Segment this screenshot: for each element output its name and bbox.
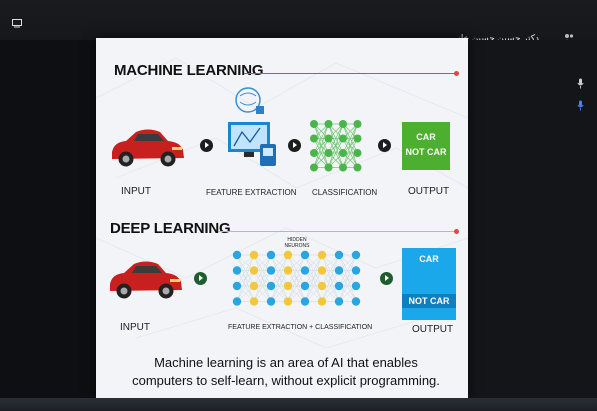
neuron-node: [249, 250, 259, 260]
neuron-node: [334, 266, 344, 275]
ml-arrow-1-icon: [200, 139, 213, 152]
ml-title-rule: [244, 71, 459, 76]
neuron-node: [351, 266, 361, 275]
ml-output-car-text: CAR: [416, 132, 436, 142]
slide-caption: Machine learning is an area of AI that e…: [116, 354, 456, 390]
neuron-node: [339, 134, 347, 143]
caption-line-2: computers to self-learn, without explici…: [132, 373, 440, 388]
neuron-node: [351, 281, 361, 291]
neuron-node: [310, 149, 318, 157]
neuron-node: [324, 163, 333, 172]
neuron-node: [266, 281, 276, 291]
neuron-node: [310, 163, 318, 172]
neuron-node: [266, 250, 276, 260]
dl-output-car-text: CAR: [419, 254, 439, 264]
neuron-node: [249, 281, 259, 291]
red-car-icon: [108, 122, 186, 177]
neuron-node: [339, 120, 347, 128]
neuron-node: [232, 250, 242, 260]
window-icon[interactable]: [12, 15, 22, 33]
caption-line-1: Machine learning is an area of AI that e…: [154, 355, 418, 370]
neuron-node: [232, 266, 242, 275]
ml-section-title: MACHINE LEARNING: [114, 62, 264, 79]
neuron-node: [300, 281, 310, 291]
neuron-node: [351, 250, 361, 260]
neuron-node: [334, 281, 344, 291]
neuron-node: [283, 250, 293, 260]
dl-section-title: DEEP LEARNING: [110, 220, 231, 237]
neuron-node: [232, 281, 242, 291]
neuron-node: [353, 149, 362, 157]
ml-classification-label: CLASSIFICATION: [312, 188, 378, 197]
dl-output-box: CAR NOT CAR: [402, 248, 456, 320]
shared-presentation-slide: MACHINE LEARNING INPUT FEATURE EXTRACTIO…: [96, 38, 468, 400]
neuron-node: [300, 297, 310, 306]
dl-output-label: OUTPUT: [412, 324, 454, 335]
neuron-node: [232, 297, 242, 306]
dl-title-rule: [218, 229, 459, 234]
neuron-node: [353, 163, 362, 172]
neuron-node: [317, 250, 327, 260]
ml-output-box: CAR NOT CAR: [402, 122, 450, 170]
neuron-node: [324, 149, 333, 157]
neuron-node: [351, 297, 361, 306]
microphone-active-icon[interactable]: [577, 98, 584, 116]
neuron-node: [283, 281, 293, 291]
neuron-node: [310, 120, 318, 128]
neuron-node: [334, 297, 344, 306]
meeting-bottom-bar: [0, 398, 597, 411]
right-side-panel: [468, 40, 597, 400]
neuron-node: [324, 120, 333, 128]
ml-feature-label: FEATURE EXTRACTION: [206, 188, 297, 197]
ml-output-label: OUTPUT: [408, 186, 450, 197]
dl-neural-network: [232, 250, 361, 306]
neuron-node: [300, 250, 310, 260]
neuron-node: [249, 266, 259, 275]
neuron-node: [317, 266, 327, 275]
neuron-node: [339, 163, 347, 172]
neuron-node: [317, 281, 327, 291]
background-network-pattern: [96, 57, 468, 349]
neuron-node: [266, 266, 276, 275]
red-car-icon-2: [106, 254, 184, 309]
neuron-node: [353, 134, 362, 143]
microphone-icon[interactable]: [577, 76, 584, 94]
meeting-top-bar: [0, 0, 597, 40]
ml-input-label: INPUT: [121, 186, 151, 197]
ml-arrow-3-icon: [378, 139, 391, 152]
feature-extraction-computer-icon: [224, 86, 282, 183]
neuron-node: [283, 297, 293, 306]
participant-name: دکتر حسین حسین خانی: [450, 33, 539, 43]
ml-arrow-2-icon: [288, 139, 301, 152]
neuron-node: [266, 297, 276, 306]
dl-input-label: INPUT: [120, 322, 150, 333]
neuron-node: [317, 297, 327, 306]
ml-classification-network: [310, 120, 362, 172]
neuron-node: [353, 120, 362, 128]
ml-output-not-car-text: NOT CAR: [405, 147, 447, 157]
dl-output-not-car-text: NOT CAR: [402, 294, 456, 308]
neuron-node: [339, 149, 347, 157]
neuron-node: [324, 134, 333, 143]
neuron-node: [249, 297, 259, 306]
dl-arrow-1-icon: [194, 272, 207, 285]
dl-feature-class-label: FEATURE EXTRACTION + CLASSIFICATION: [228, 324, 373, 331]
neuron-node: [283, 266, 293, 275]
neuron-node: [310, 134, 318, 143]
hidden-neurons-label: HIDDEN NEURONS: [284, 237, 310, 249]
neuron-node: [334, 250, 344, 260]
dl-arrow-2-icon: [380, 272, 393, 285]
neuron-node: [300, 266, 310, 275]
